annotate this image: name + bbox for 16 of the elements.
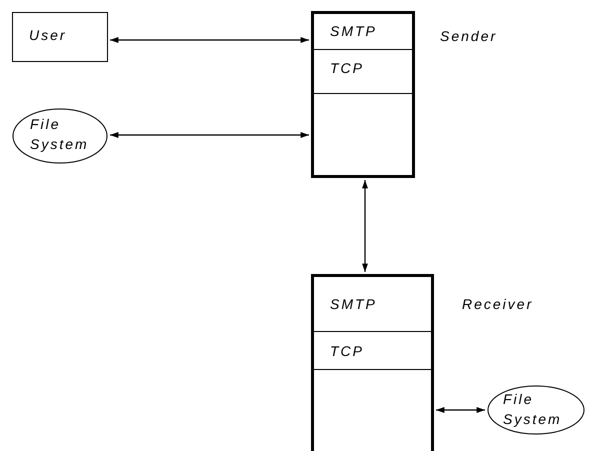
layer-label: SMTP bbox=[330, 296, 377, 312]
storage-ellipse bbox=[12, 108, 108, 164]
stack-heading: Sender bbox=[440, 28, 498, 44]
node-label: User bbox=[29, 27, 67, 43]
process-box bbox=[12, 12, 108, 62]
arrow bbox=[362, 180, 368, 272]
arrow bbox=[436, 407, 485, 413]
arrow bbox=[110, 132, 309, 138]
layer-label: TCP bbox=[330, 343, 364, 359]
layer-label: TCP bbox=[330, 60, 364, 76]
arrow bbox=[110, 37, 309, 43]
stack-heading: Receiver bbox=[462, 296, 534, 312]
layer-label: SMTP bbox=[330, 23, 377, 39]
node-label: File System bbox=[30, 115, 90, 154]
node-label: File System bbox=[503, 390, 563, 429]
storage-ellipse bbox=[487, 385, 585, 435]
